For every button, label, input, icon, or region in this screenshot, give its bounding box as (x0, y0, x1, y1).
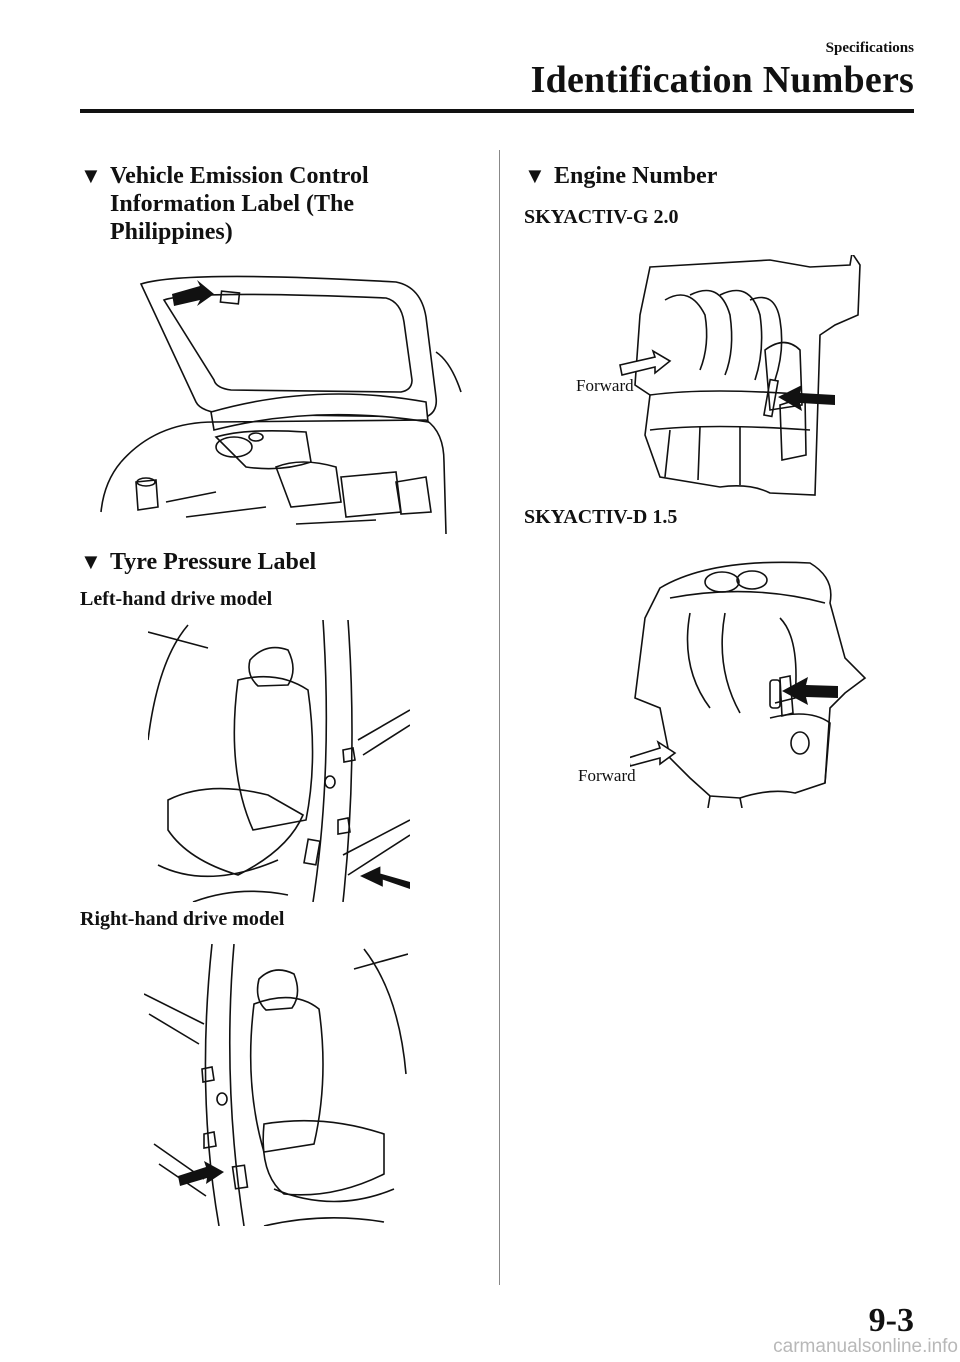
rhd-label: Right-hand drive model (80, 908, 285, 930)
arrow-pointer-icon (778, 385, 835, 411)
engine-heading-text: Engine Number (554, 163, 718, 189)
forward-label-d: Forward (578, 766, 636, 785)
page-number: 9-3 (868, 1302, 914, 1339)
arrow-pointer-icon (178, 1161, 224, 1186)
header-rule (80, 109, 914, 113)
engine-g-illustration (610, 255, 870, 497)
triangle-down-icon: ▼ (80, 549, 102, 574)
column-divider (499, 150, 500, 1285)
footer-watermark: carmanualsonline.info (773, 1336, 958, 1357)
rhd-seat-illustration (144, 944, 408, 1226)
triangle-down-icon: ▼ (524, 163, 546, 188)
header-section: Specifications (825, 40, 914, 56)
page-title: Identification Numbers (530, 59, 914, 101)
tyre-heading-text: Tyre Pressure Label (110, 549, 317, 575)
engine-d-illustration (630, 558, 870, 808)
emission-heading-text: Vehicle Emission Control Information Lab… (110, 163, 369, 245)
tyre-heading: ▼ Tyre Pressure Label (80, 548, 460, 576)
forward-arrow-icon (630, 740, 677, 767)
forward-arrow-icon (619, 349, 672, 376)
hood-illustration (96, 262, 466, 534)
arrow-pointer-icon (782, 677, 838, 705)
label-location-marker (219, 290, 241, 305)
engine-number-marker (769, 679, 781, 709)
label-location-marker (303, 838, 321, 866)
engine-number-marker (763, 378, 779, 418)
engine-d-label: SKYACTIV-D 1.5 (524, 506, 678, 528)
arrow-pointer-icon (360, 866, 410, 890)
triangle-down-icon: ▼ (80, 163, 102, 188)
emission-heading: ▼ Vehicle Emission Control Information L… (80, 162, 400, 246)
forward-label-g: Forward (576, 376, 634, 395)
lhd-seat-illustration (148, 620, 410, 902)
engine-heading: ▼ Engine Number (524, 162, 904, 190)
arrow-pointer-icon (172, 280, 214, 306)
label-location-marker (231, 1164, 249, 1190)
lhd-label: Left-hand drive model (80, 588, 273, 610)
engine-g-label: SKYACTIV-G 2.0 (524, 206, 679, 228)
